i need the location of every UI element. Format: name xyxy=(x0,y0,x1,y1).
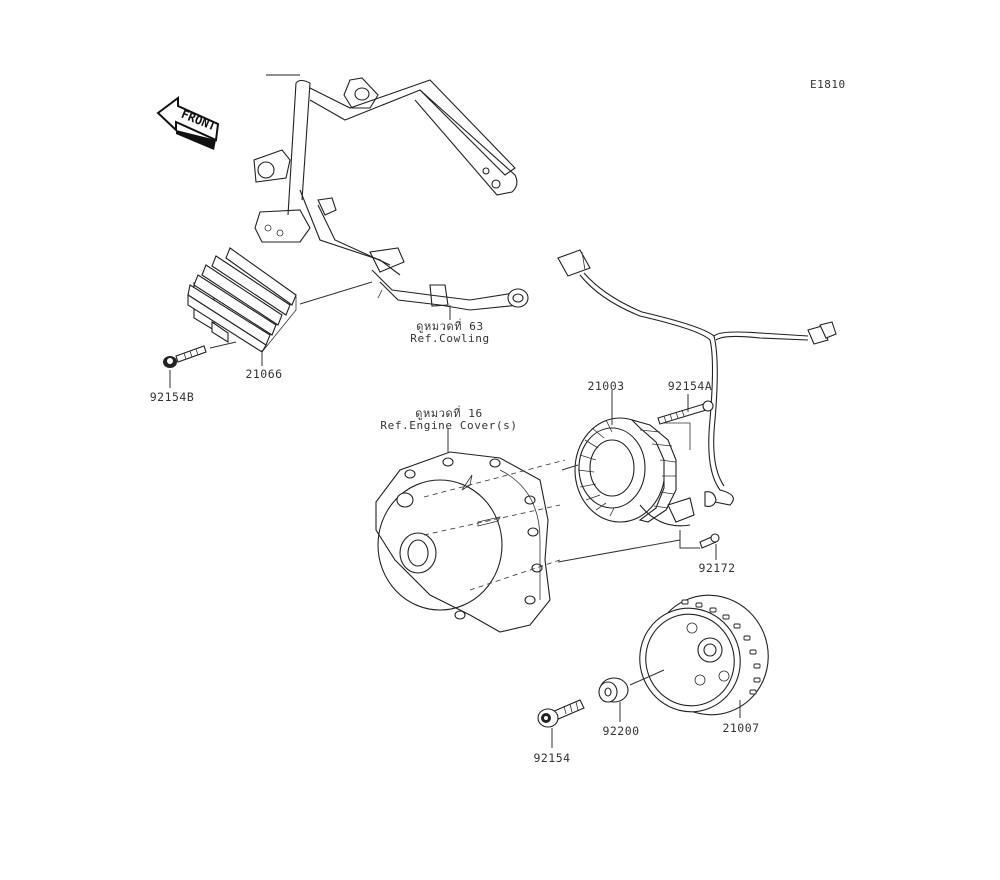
engine-cover-part xyxy=(375,428,681,633)
bolt-92154b-part xyxy=(163,341,237,368)
reference-engine-cover: ดูหมวดที่ 16 Ref.Engine Cover(s) xyxy=(380,408,517,432)
part-label-21003[interactable]: 21003 xyxy=(587,379,625,393)
reference-cowling: ดูหมวดที่ 63 Ref.Cowling xyxy=(410,321,489,345)
part-label-92154a[interactable]: 92154A xyxy=(667,379,713,393)
part-label-21007[interactable]: 21007 xyxy=(722,721,760,735)
reference-engine-cover-thai: ดูหมวดที่ 16 xyxy=(415,407,483,420)
screw-92172-part xyxy=(679,530,720,560)
reference-cowling-thai: ดูหมวดที่ 63 xyxy=(416,320,484,333)
part-label-21066[interactable]: 21066 xyxy=(245,367,283,381)
stator-part xyxy=(574,390,717,527)
reference-cowling-text[interactable]: Ref.Cowling xyxy=(410,332,490,345)
front-arrow-icon: FRONT xyxy=(156,96,220,150)
bolt-92154a-part xyxy=(657,394,714,425)
bolt-92154-part xyxy=(537,699,585,748)
reference-engine-cover-text[interactable]: Ref.Engine Cover(s) xyxy=(380,419,518,432)
part-label-92200[interactable]: 92200 xyxy=(602,724,640,738)
part-label-92154b[interactable]: 92154B xyxy=(149,390,195,404)
diagram-code: E1810 xyxy=(810,78,846,91)
washer-part xyxy=(598,669,665,722)
regulator-part xyxy=(187,247,373,353)
rotor-part xyxy=(639,594,769,718)
frame-subassembly xyxy=(253,74,529,311)
wire-harness-part xyxy=(557,249,837,506)
part-label-92154[interactable]: 92154 xyxy=(533,751,571,765)
part-label-92172[interactable]: 92172 xyxy=(698,561,736,575)
